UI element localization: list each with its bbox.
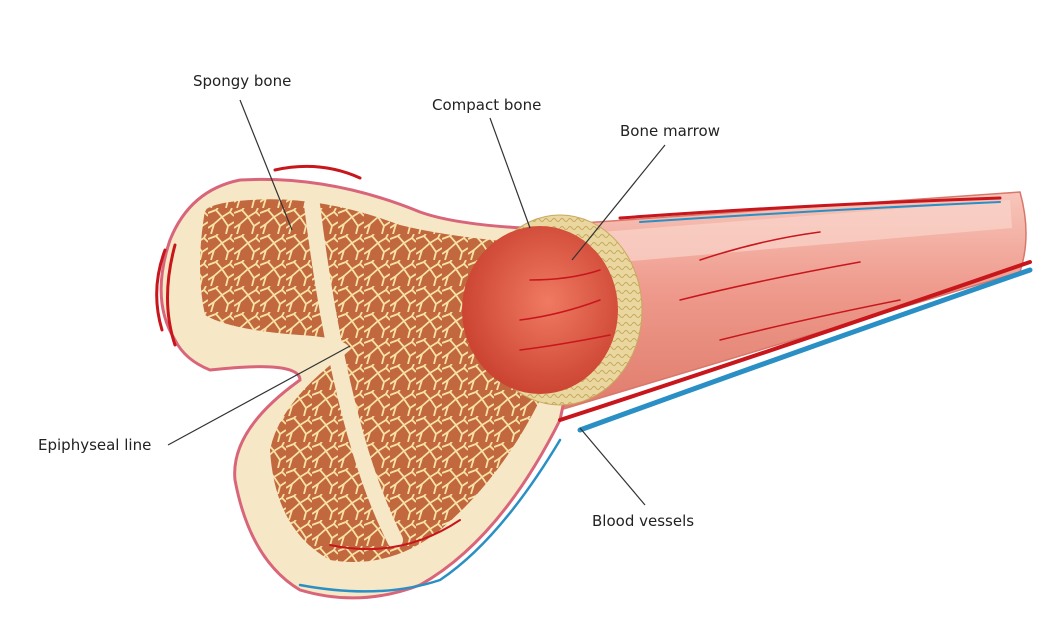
label-spongy-bone: Spongy bone: [193, 72, 292, 90]
bone-marrow-core: [462, 226, 618, 394]
leader-bone-marrow: [571, 144, 666, 261]
leader-epiphyseal-line: [167, 345, 351, 446]
leader-compact-bone: [489, 117, 531, 229]
leader-spongy-bone: [239, 99, 293, 231]
label-blood-vessels: Blood vessels: [592, 512, 695, 530]
epiphyseal-line-band: [304, 197, 403, 548]
blood-vessels: [155, 164, 1033, 593]
shaft-highlight: [600, 200, 1012, 262]
leader-blood-vessels: [579, 427, 646, 506]
leader-lines: [167, 99, 666, 506]
label-epiphyseal-line: Epiphyseal line: [38, 436, 152, 454]
label-compact-bone: Compact bone: [432, 96, 542, 114]
label-bone-marrow: Bone marrow: [620, 122, 720, 140]
